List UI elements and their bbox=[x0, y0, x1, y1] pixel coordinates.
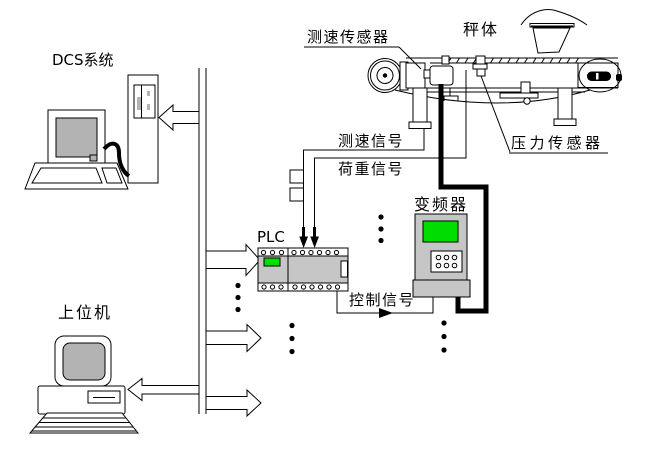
label-host-computer: 上位机 bbox=[58, 303, 112, 322]
left-leg bbox=[412, 87, 428, 123]
label-scale-body: 秤体 bbox=[463, 20, 499, 39]
plc-terminals-top bbox=[260, 249, 340, 256]
plc-terminals-bottom bbox=[261, 284, 341, 290]
arrow-to-inverter bbox=[379, 308, 393, 318]
communication-bus bbox=[198, 68, 207, 414]
arrow-into-plc-2 bbox=[310, 236, 319, 248]
arrow-bus-to-plc bbox=[205, 243, 261, 277]
label-control-signal: 控制信号 bbox=[349, 291, 415, 309]
plc-unit bbox=[257, 247, 349, 292]
inverter-display bbox=[422, 220, 459, 243]
arrow-bus-branch-bottom bbox=[205, 388, 262, 418]
speed-sensor-housing bbox=[405, 62, 426, 89]
arrow-bus-branch-middle bbox=[205, 323, 262, 353]
label-load-signal: 荷重信号 bbox=[338, 160, 404, 178]
plc-indicator bbox=[263, 257, 281, 267]
dcs-monitor-screen bbox=[55, 117, 98, 158]
inverter-keypad bbox=[430, 250, 463, 273]
label-speed-sensor: 测速传感器 bbox=[307, 28, 390, 46]
belt-cleats bbox=[447, 57, 579, 64]
control-signal-wire bbox=[336, 291, 434, 318]
speed-signal-wire bbox=[289, 128, 425, 248]
dcs-keyboard bbox=[24, 162, 129, 190]
inverter-unit bbox=[412, 213, 471, 298]
label-plc: PLC bbox=[257, 228, 285, 246]
label-speed-signal: 测速信号 bbox=[338, 132, 404, 150]
right-leg bbox=[557, 87, 573, 120]
arrow-bus-to-host bbox=[127, 377, 200, 402]
power-cable bbox=[438, 84, 489, 314]
feed-hopper bbox=[520, 9, 588, 54]
pressure-sensor-leader bbox=[480, 75, 511, 153]
pressure-sensor bbox=[472, 55, 488, 77]
arrow-bus-to-dcs bbox=[158, 103, 200, 132]
cable-shield-symbol bbox=[289, 169, 304, 202]
dcs-cable bbox=[102, 141, 131, 178]
load-signal-wire bbox=[310, 70, 467, 248]
label-inverter: 变频器 bbox=[414, 195, 468, 214]
host-computer bbox=[28, 335, 140, 434]
dcs-workstation bbox=[24, 74, 159, 190]
label-dcs-system: DCS系统 bbox=[52, 51, 114, 69]
label-pressure-sensor: 压力传感器 bbox=[511, 134, 604, 152]
inverter-base bbox=[412, 279, 471, 298]
belt-weigher bbox=[304, 9, 622, 154]
drive-motor bbox=[429, 65, 454, 86]
host-monitor-screen bbox=[62, 342, 106, 381]
ellipsis-dots bbox=[235, 214, 447, 355]
arrow-into-plc-1 bbox=[299, 236, 308, 248]
